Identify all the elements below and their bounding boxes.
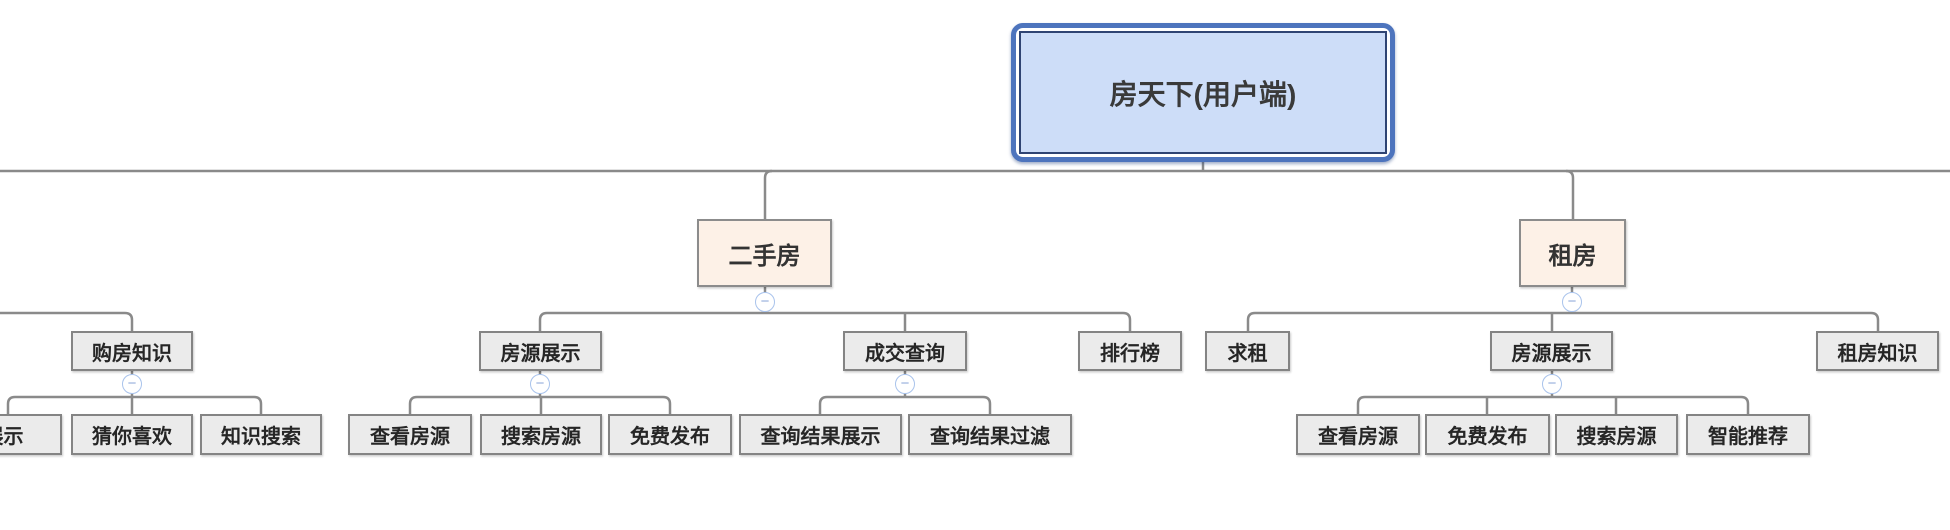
connector-offscreen-branch <box>0 311 134 331</box>
connector-zufang-children <box>1246 311 1880 331</box>
node-sousuo-fangyuan-zf[interactable]: 搜索房源 <box>1555 414 1678 455</box>
root-node-label: 房天下(用户端) <box>1019 31 1387 154</box>
connector-ershoufang-drop <box>763 169 773 219</box>
node-paihangbang[interactable]: 排行榜 <box>1078 331 1182 371</box>
collapse-button-fangyuan-esf[interactable]: − <box>530 374 550 394</box>
node-zhishi-sousuo[interactable]: 知识搜索 <box>200 414 322 455</box>
connector-fangyuanL-children <box>408 395 672 414</box>
node-zufang[interactable]: 租房 <box>1519 219 1626 287</box>
node-cainixihuan[interactable]: 猜你喜欢 <box>71 414 193 455</box>
node-fangyuan-zhanshi-esf[interactable]: 房源展示 <box>479 331 602 371</box>
node-goufang-zhishi[interactable]: 购房知识 <box>71 331 193 371</box>
node-zhineng-tuijian[interactable]: 智能推荐 <box>1686 414 1810 455</box>
node-chakan-fangyuan-esf[interactable]: 查看房源 <box>348 414 472 455</box>
node-ershoufang[interactable]: 二手房 <box>697 219 832 287</box>
collapse-button-zufang[interactable]: − <box>1562 292 1582 312</box>
root-node[interactable]: 房天下(用户端) <box>1011 23 1395 162</box>
node-fangyuan-zhanshi-zf[interactable]: 房源展示 <box>1490 331 1613 371</box>
collapse-button-ershoufang[interactable]: − <box>755 292 775 312</box>
node-chengjiao-chaxun[interactable]: 成交查询 <box>843 331 967 371</box>
node-chaxun-jieguo-zhanshi[interactable]: 查询结果展示 <box>739 414 902 455</box>
connector-ershoufang-children <box>538 311 1132 331</box>
connector-fangyuanR-children <box>1356 395 1750 414</box>
node-sousuo-fangyuan-esf[interactable]: 搜索房源 <box>480 414 602 455</box>
collapse-button-goufang-zhishi[interactable]: − <box>122 374 142 394</box>
connector-chengjiao-children <box>818 395 992 414</box>
node-mianfei-fabu-esf[interactable]: 免费发布 <box>608 414 732 455</box>
node-zufang-zhishi[interactable]: 租房知识 <box>1816 331 1939 371</box>
connector-goufang-children <box>6 395 263 414</box>
node-chaxun-jieguo-guolv[interactable]: 查询结果过滤 <box>908 414 1072 455</box>
node-qiuzu[interactable]: 求租 <box>1205 331 1290 371</box>
node-chakan-fangyuan-zf[interactable]: 查看房源 <box>1296 414 1420 455</box>
connector-zufang-drop <box>1565 169 1575 219</box>
node-mianfei-fabu-zf[interactable]: 免费发布 <box>1425 414 1550 455</box>
collapse-button-chengjiao[interactable]: − <box>895 374 915 394</box>
collapse-button-fangyuan-zf[interactable]: − <box>1542 374 1562 394</box>
node-zhanshi-cutoff[interactable]: 展示 <box>0 414 62 455</box>
